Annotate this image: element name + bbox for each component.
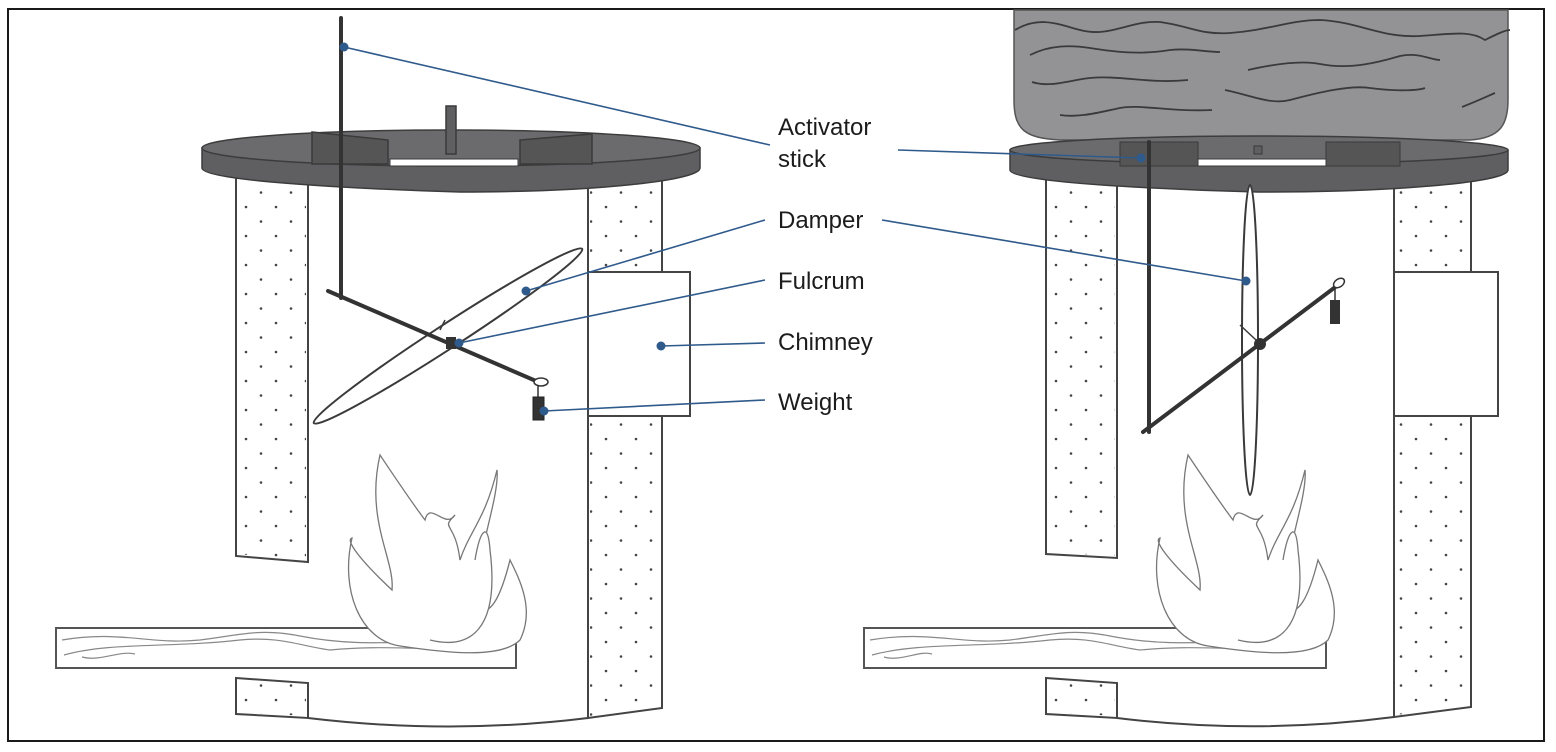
leader-weight xyxy=(543,399,766,412)
stove-top-plate xyxy=(201,105,701,193)
stove-top-plate xyxy=(1009,135,1509,193)
labels: Activator stick Damper Fulcrum Chimney W… xyxy=(778,114,873,416)
fulcrum xyxy=(446,337,456,349)
stove-bottom xyxy=(307,717,589,728)
label-damper: Damper xyxy=(778,207,863,234)
leader-damper-right xyxy=(881,219,1247,282)
leader-activator-right xyxy=(897,149,1142,159)
leader-lines xyxy=(339,42,1251,416)
left-stove xyxy=(55,16,701,728)
left-wall-dots xyxy=(238,180,306,560)
chimney xyxy=(1393,271,1499,417)
label-weight: Weight xyxy=(778,389,853,416)
chimney xyxy=(587,271,691,417)
leader-activator-left xyxy=(343,46,771,146)
lever-arm xyxy=(1141,283,1340,434)
label-activator-stick-line2: stick xyxy=(778,146,827,173)
figure-border xyxy=(7,8,1545,742)
flame-icon xyxy=(1156,453,1335,654)
label-chimney: Chimney xyxy=(778,329,873,356)
weight xyxy=(1330,300,1340,324)
stove-bottom xyxy=(1116,716,1395,728)
flame-icon xyxy=(348,453,527,654)
lever-arm xyxy=(326,289,538,383)
right-stove xyxy=(863,9,1511,728)
leader-damper-left xyxy=(525,219,766,292)
fulcrum xyxy=(1254,338,1266,350)
leader-chimney xyxy=(660,342,766,347)
label-activator-stick-line1: Activator xyxy=(778,114,871,141)
leader-fulcrum xyxy=(458,279,766,344)
damper xyxy=(312,247,584,425)
water-waves xyxy=(1014,19,1511,117)
label-fulcrum: Fulcrum xyxy=(778,268,865,295)
